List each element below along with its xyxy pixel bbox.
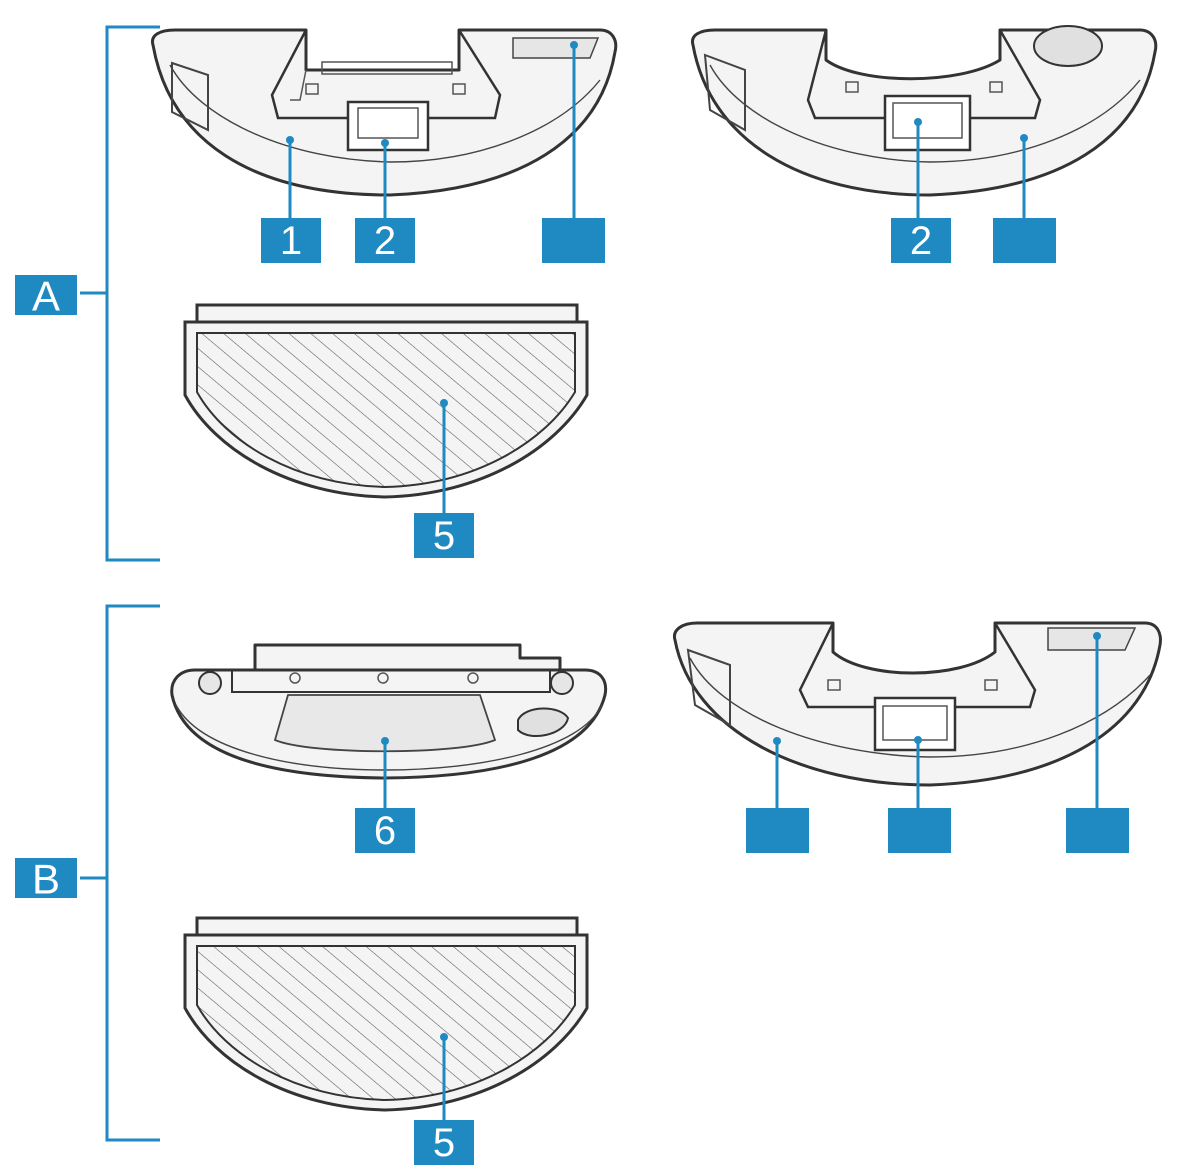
callout-dots-b — [381, 632, 1101, 1041]
svg-text:6: 6 — [374, 809, 396, 853]
svg-text:5: 5 — [433, 514, 455, 558]
group-b: B — [15, 604, 1162, 1165]
callout-a-right-3 — [993, 218, 1056, 263]
svg-text:2: 2 — [910, 219, 932, 263]
group-a-bracket — [80, 25, 160, 562]
group-b-label: B — [15, 856, 77, 903]
svg-text:1: 1 — [280, 219, 302, 263]
group-b-bracket — [80, 604, 160, 1142]
callout-b-right-2 — [888, 808, 951, 853]
svg-text:2: 2 — [374, 219, 396, 263]
callouts-b — [383, 636, 1099, 1120]
group-a-letter: A — [32, 273, 60, 320]
callout-dots-a — [286, 41, 1028, 407]
callout-b-pad-5: 5 — [414, 1120, 474, 1165]
svg-text:5: 5 — [433, 1121, 455, 1165]
callout-b-right-1 — [746, 808, 809, 853]
callout-a-pad-5: 5 — [414, 513, 474, 558]
callout-b-right-3 — [1066, 808, 1129, 853]
mop-holder-plate — [170, 643, 608, 780]
callouts-a — [288, 45, 1026, 513]
group-a-label: A — [15, 273, 77, 320]
callout-a-left-3 — [542, 218, 605, 263]
callout-a-right-2: 2 — [891, 218, 951, 263]
callout-b-plate-6: 6 — [355, 808, 415, 853]
callout-a-left-2: 2 — [355, 218, 415, 263]
water-tank-a-left — [150, 28, 618, 197]
group-b-letter: B — [32, 856, 60, 903]
group-a: A — [15, 25, 1158, 562]
mop-pad-b — [183, 916, 589, 1112]
water-tank-b-right — [672, 621, 1162, 787]
callout-a-left-1: 1 — [261, 218, 321, 263]
mop-pad-a — [183, 303, 589, 499]
water-tank-a-right — [690, 25, 1158, 197]
